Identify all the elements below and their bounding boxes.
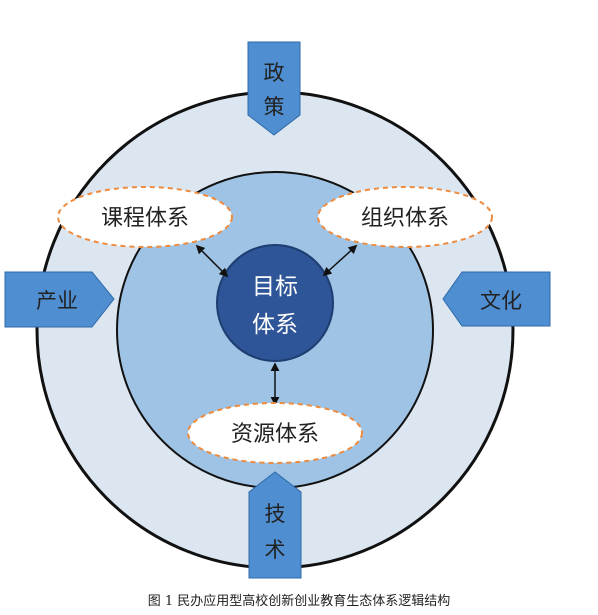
core-label-line2: 体系 [252, 312, 298, 338]
organization-system-label: 组织体系 [361, 206, 449, 231]
connector-course-core [195, 244, 229, 278]
culture-label: 文化 [480, 289, 522, 313]
technology-char1: 技 [265, 502, 286, 526]
policy-char2: 策 [264, 95, 285, 119]
industry-arrow: 产业 [4, 271, 115, 328]
course-system-node: 课程体系 [57, 186, 233, 248]
figure-caption: 图 1 民办应用型高校创新创业教育生态体系逻辑结构 [147, 594, 451, 609]
industry-label: 产业 [36, 289, 78, 313]
technology-arrow: 技 术 [248, 471, 302, 579]
core-label-line1: 目标 [252, 274, 298, 300]
policy-char1: 政 [264, 61, 285, 85]
course-system-label: 课程体系 [101, 206, 189, 231]
resource-system-node: 资源体系 [187, 402, 363, 464]
culture-arrow: 文化 [442, 271, 551, 327]
technology-char2: 术 [265, 538, 286, 562]
core-circle [216, 244, 334, 362]
connector-organization-core [322, 244, 358, 277]
resource-system-label: 资源体系 [231, 422, 319, 447]
policy-arrow: 政 策 [247, 41, 301, 136]
organization-system-node: 组织体系 [317, 186, 493, 248]
